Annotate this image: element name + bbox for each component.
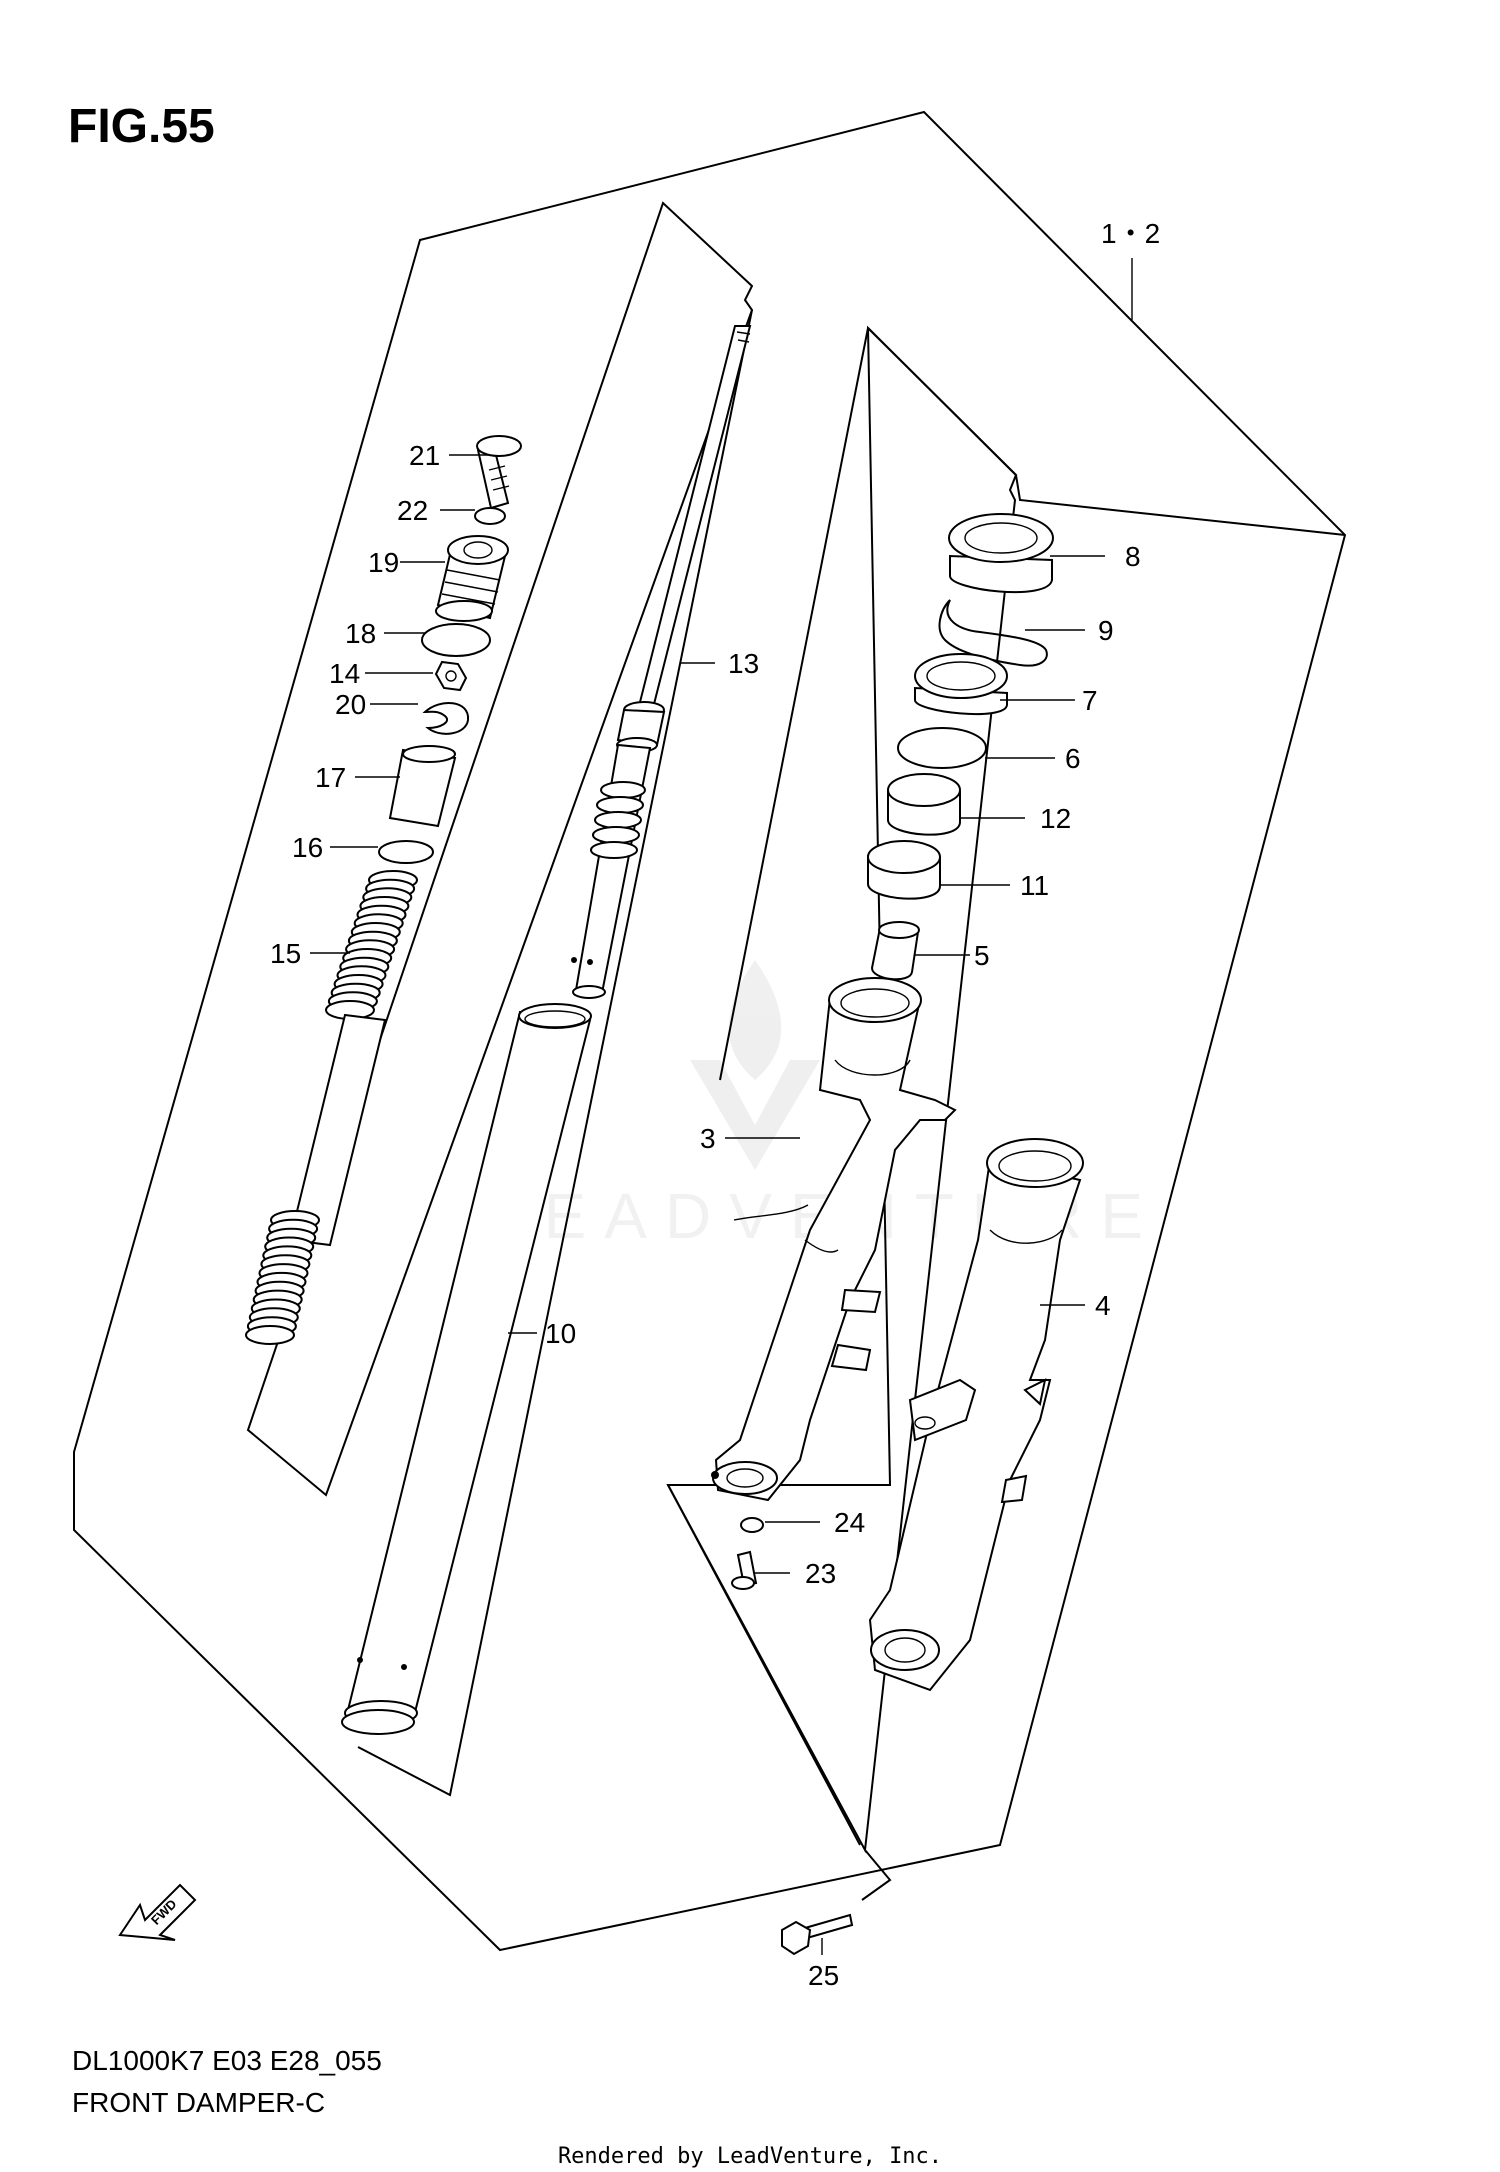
leader-lines (310, 258, 1133, 1955)
callout-10[interactable]: 10 (545, 1318, 576, 1349)
callout-8[interactable]: 8 (1125, 541, 1141, 572)
fwd-arrow-icon: FWD (118, 1883, 197, 1941)
part-4-outer-tube[interactable] (868, 1138, 1084, 1692)
callout-4[interactable]: 4 (1095, 1290, 1111, 1321)
callout-24[interactable]: 24 (834, 1507, 865, 1538)
part-23-bolt[interactable] (731, 1550, 758, 1590)
part-13-damper-rod[interactable] (571, 325, 752, 999)
part-20-stopper[interactable] (422, 701, 470, 735)
callout-25[interactable]: 25 (808, 1960, 839, 1991)
figure-title: FIG.55 (68, 100, 215, 153)
callout-19[interactable]: 19 (368, 547, 399, 578)
callout-18[interactable]: 18 (345, 618, 376, 649)
part-19-cap[interactable] (435, 535, 509, 622)
part-7-dust-seal[interactable] (914, 653, 1008, 716)
callout-1-2[interactable]: 1・2 (1101, 218, 1160, 249)
figure-caption: FRONT DAMPER-C (72, 2087, 325, 2118)
outer-tube-outline (666, 325, 1018, 1854)
callout-14[interactable]: 14 (329, 658, 360, 689)
callout-6[interactable]: 6 (1065, 743, 1081, 774)
spring-coil (245, 1325, 295, 1345)
part-18-o-ring[interactable] (421, 623, 491, 657)
callout-3[interactable]: 3 (700, 1123, 716, 1154)
part-24-gasket[interactable] (740, 1517, 764, 1533)
part-10-inner-tube[interactable] (341, 1003, 592, 1735)
callout-21[interactable]: 21 (409, 440, 440, 471)
callout-20[interactable]: 20 (335, 689, 366, 720)
footer-credit: Rendered by LeadVenture, Inc. (558, 2144, 942, 2169)
part-11-guide-metal[interactable] (867, 840, 941, 900)
callout-16[interactable]: 16 (292, 832, 323, 863)
part-14-nut[interactable] (434, 660, 468, 692)
part-17-spacer[interactable] (388, 745, 457, 828)
part-6-washer[interactable] (897, 727, 987, 769)
assembly-outline (73, 110, 1347, 1952)
callout-17[interactable]: 17 (315, 762, 346, 793)
part-3-outer-tube[interactable] (711, 977, 957, 1502)
callout-15[interactable]: 15 (270, 938, 301, 969)
callout-23[interactable]: 23 (805, 1558, 836, 1589)
part-15-spring[interactable] (245, 870, 418, 1345)
part-21-bolt[interactable] (476, 435, 522, 510)
callout-11[interactable]: 11 (1020, 870, 1049, 901)
part-16-washer[interactable] (378, 840, 434, 864)
part-22-o-ring[interactable] (474, 507, 506, 525)
part-5-oil-lock[interactable] (870, 921, 920, 981)
callout-12[interactable]: 12 (1040, 803, 1071, 834)
part-9-stopper-ring[interactable] (938, 599, 1048, 667)
model-code: DL1000K7 E03 E28_055 (72, 2045, 382, 2076)
part-12-guide-metal[interactable] (887, 773, 961, 836)
callout-7[interactable]: 7 (1082, 685, 1098, 716)
callout-labels: 1・2 3 4 5 6 7 8 9 10 11 12 13 14 15 16 1… (270, 218, 1160, 1991)
callout-13[interactable]: 13 (728, 648, 759, 679)
callout-22[interactable]: 22 (397, 495, 428, 526)
part-25-bolt[interactable] (781, 1913, 854, 1956)
watermark-logo (690, 960, 820, 1170)
part-8-oil-seal[interactable] (948, 513, 1054, 594)
callout-5[interactable]: 5 (974, 940, 990, 971)
callout-9[interactable]: 9 (1098, 615, 1114, 646)
